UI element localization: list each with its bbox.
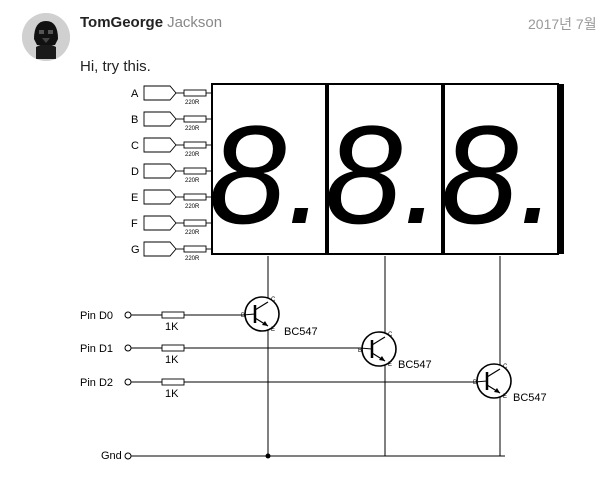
segment-resistor-label: 220R (185, 230, 200, 236)
emitter-arrow-icon (494, 388, 500, 393)
segment-resistor (183, 89, 207, 97)
emitter-arrow-icon (262, 321, 268, 326)
segment-resistor-label: 220R (185, 256, 200, 262)
author-username[interactable]: TomGeorge (80, 14, 164, 31)
npn-transistor-icon (476, 363, 512, 399)
segment-resistor-label: 220R (185, 152, 200, 158)
transistor-part-label: BC547 (284, 326, 318, 338)
segment-resistor (183, 115, 207, 123)
segment-input-connector (143, 189, 177, 205)
segment-input-label: F (131, 218, 138, 230)
seven-segment-display: 8.8.8. (209, 83, 564, 255)
transistor-part-label: BC547 (398, 359, 432, 371)
display-digit-1 (211, 83, 327, 255)
segment-input-label: B (131, 114, 138, 126)
base-terminal-label: B (358, 348, 362, 354)
post-message: Hi, try this. (80, 58, 151, 75)
collector-terminal-label: C (503, 364, 508, 370)
driver-input-terminal (124, 344, 132, 352)
circuit-schematic: A220RaB220RbC220RcD220RdE220ReF220RfG220… (80, 83, 564, 462)
author-real-name: Jackson (167, 14, 223, 31)
segment-input-connector (143, 85, 177, 101)
base-resistor-label: 1K (165, 321, 179, 333)
segment-resistor-label: 220R (185, 178, 200, 184)
display-digit-2 (327, 83, 443, 255)
segment-input-connector (143, 241, 177, 257)
emitter-arrow-icon (379, 356, 385, 361)
base-terminal-label: B (241, 313, 245, 319)
driver-pin-label: Pin D2 (80, 377, 113, 389)
base-lead (242, 313, 256, 316)
driver-input-terminal (124, 311, 132, 319)
display-digit-glyph: 8. (325, 96, 442, 253)
segment-resistor-label: 220R (185, 204, 200, 210)
collector-lead (371, 336, 386, 346)
segment-input-label: G (131, 244, 140, 256)
npn-transistor-icon (244, 296, 280, 332)
base-resistor-label: 1K (165, 388, 179, 400)
segment-input-label: E (131, 192, 138, 204)
base-resistor (161, 344, 185, 352)
display-digit-4-edge (558, 84, 564, 254)
segment-resistor (183, 219, 207, 227)
display-digit-3 (443, 83, 559, 255)
segment-input-label: D (131, 166, 139, 178)
segment-resistor-label: 220R (185, 126, 200, 132)
transistor-part-label: BC547 (513, 392, 547, 404)
segment-resistor-label: 220R (185, 100, 200, 106)
emitter-terminal-label: E (388, 362, 392, 368)
segment-input-connector (143, 215, 177, 231)
ground-rail: Gnd (101, 450, 505, 462)
ground-label: Gnd (101, 450, 122, 462)
driver-pin-label: Pin D0 (80, 310, 113, 322)
display-digit-glyph: 8. (441, 96, 558, 253)
segment-input-label: C (131, 140, 139, 152)
base-terminal-label: B (473, 380, 477, 386)
segment-resistor (183, 141, 207, 149)
base-resistor-label: 1K (165, 354, 179, 366)
darth-vader-avatar-icon (22, 13, 70, 61)
post-date[interactable]: 2017년 7월 (528, 16, 597, 32)
segment-inputs: A220RaB220RbC220RcD220RdE220ReF220RfG220… (131, 85, 219, 262)
segment-resistor (183, 167, 207, 175)
base-resistor (161, 378, 185, 386)
schematic-wiring (131, 256, 501, 456)
emitter-terminal-label: E (503, 394, 507, 400)
collector-terminal-label: C (271, 297, 276, 303)
npn-transistor-icon (361, 331, 397, 367)
ground-terminal (124, 452, 132, 460)
driver-pin-label: Pin D1 (80, 343, 113, 355)
collector-terminal-label: C (388, 332, 393, 338)
segment-input-label: A (131, 88, 139, 100)
segment-resistor (183, 193, 207, 201)
segment-resistor (183, 245, 207, 253)
ground-junction (265, 453, 271, 459)
base-lead (474, 380, 488, 383)
segment-input-connector (143, 137, 177, 153)
segment-input-connector (143, 163, 177, 179)
collector-lead (254, 301, 269, 311)
base-resistor (161, 311, 185, 319)
collector-lead (486, 368, 501, 378)
segment-input-connector (143, 111, 177, 127)
emitter-terminal-label: E (271, 327, 275, 333)
avatar[interactable] (22, 13, 70, 61)
driver-input-terminal (124, 378, 132, 386)
base-lead (359, 347, 373, 350)
display-digit-glyph: 8. (209, 96, 326, 253)
